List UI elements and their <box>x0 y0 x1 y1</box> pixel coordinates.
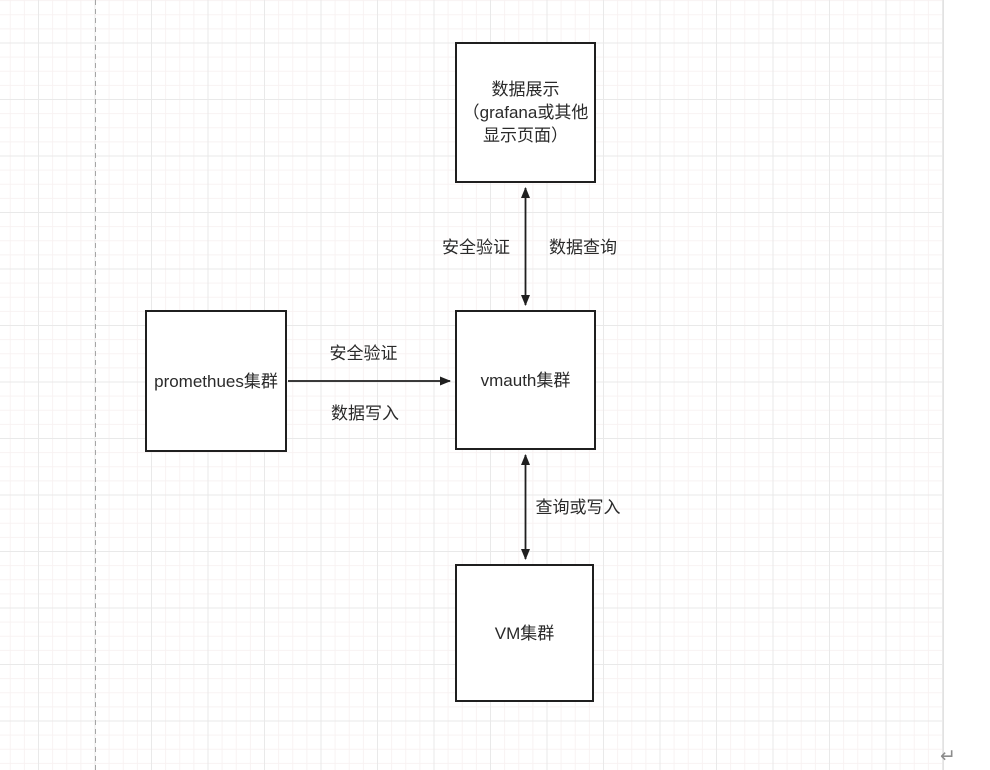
node-vmauth-cluster-label: vmauth集群 <box>480 370 571 390</box>
edge-label-security-verify-middle: 安全验证 <box>329 344 398 363</box>
edge-label-data-write: 数据写入 <box>331 404 399 423</box>
paragraph-return-mark: ↵ <box>940 745 956 767</box>
node-prometheus-cluster[interactable]: promethues集群 <box>145 310 287 452</box>
dashed-guide-line <box>94 0 96 770</box>
node-data-display-label: 数据展示 （grafana或其他 显示页面） <box>462 80 589 145</box>
edge-label-data-query: 数据查询 <box>549 238 617 257</box>
node-prometheus-cluster-label: promethues集群 <box>154 371 278 391</box>
node-vm-cluster-label: VM集群 <box>494 623 555 643</box>
node-vmauth-cluster[interactable]: vmauth集群 <box>455 310 596 450</box>
node-data-display[interactable]: 数据展示 （grafana或其他 显示页面） <box>455 42 596 183</box>
node-vm-cluster[interactable]: VM集群 <box>455 564 594 702</box>
edge-label-query-or-write: 查询或写入 <box>535 498 621 517</box>
edge-label-security-verify-top: 安全验证 <box>442 238 510 257</box>
